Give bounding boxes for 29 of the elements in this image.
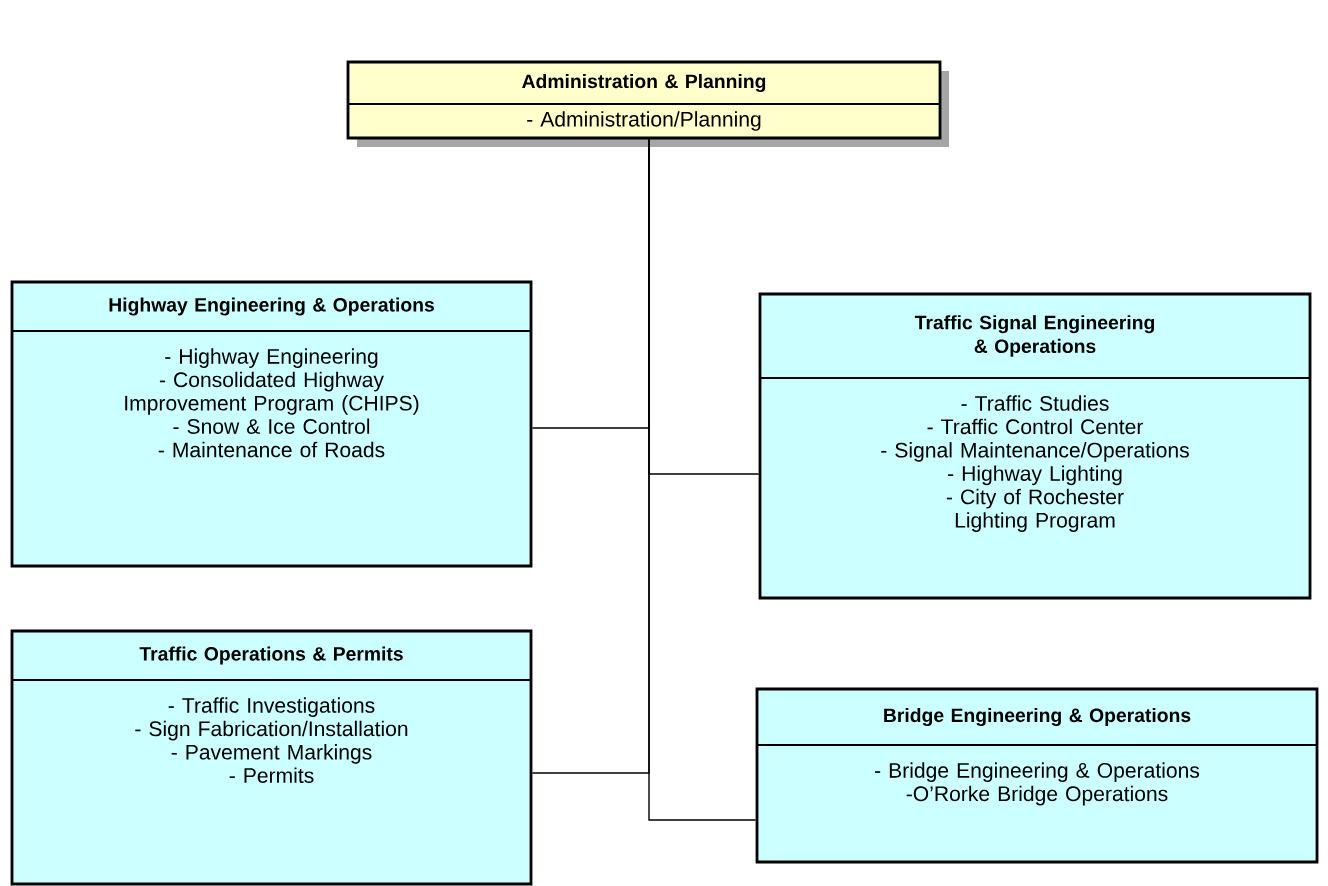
- node-label: - Pavement Markings: [171, 744, 372, 764]
- item-list: - Traffic Investigations - Sign Fabrication/Installation - Pavement Markings - Permits: [135, 697, 408, 783]
- org-box: [346, 60, 949, 147]
- org-box: [10, 280, 533, 568]
- box-title: Traffic Signal Engineering & Operations: [914, 315, 1154, 357]
- node-label: - Snow & Ice Control: [173, 418, 370, 434]
- node-label: - Traffic Control Center: [927, 418, 1144, 435]
- org-box: [758, 292, 1312, 600]
- node-label: - Permits: [229, 767, 314, 783]
- item-list: - Traffic Studies - Traffic Control Center - Signal Maintenance/Operations - Highway Lighting - City of Rochester Lighting Program: [881, 395, 1189, 532]
- node-label: - Traffic Investigations: [168, 697, 375, 718]
- box-title: Highway Engineering & Operations: [109, 297, 434, 316]
- node-label: - Traffic Studies: [961, 395, 1109, 411]
- node-label: - Sign Fabrication/Installation: [135, 720, 408, 741]
- node-label: - Maintenance of Roads: [158, 441, 385, 458]
- node-label: - Highway Lighting: [948, 465, 1122, 486]
- item-list: - Administration/Planning: [527, 111, 761, 131]
- org-box: [755, 687, 1319, 864]
- node-label: - Consolidated Highway Improvement Program (CHIPS): [125, 371, 419, 415]
- node-label: - Signal Maintenance/Operations: [881, 442, 1189, 462]
- node-label: - City of Rochester Lighting Program: [946, 488, 1124, 532]
- box-title: Traffic Operations & Permits: [139, 646, 403, 665]
- box-title: Bridge Engineering & Operations: [884, 707, 1191, 727]
- box-title: Administration & Planning: [522, 73, 766, 93]
- node-label: - Highway Engineering: [165, 348, 378, 369]
- org-box: [10, 629, 533, 886]
- item-list: - Bridge Engineering & Operations -O’Rorke Bridge Operations: [875, 762, 1200, 806]
- connector: [648, 138, 757, 821]
- item-list: - Highway Engineering - Consolidated Highway Improvement Program (CHIPS) - Snow & Ice Control - Maintenance of Roads: [125, 348, 419, 458]
